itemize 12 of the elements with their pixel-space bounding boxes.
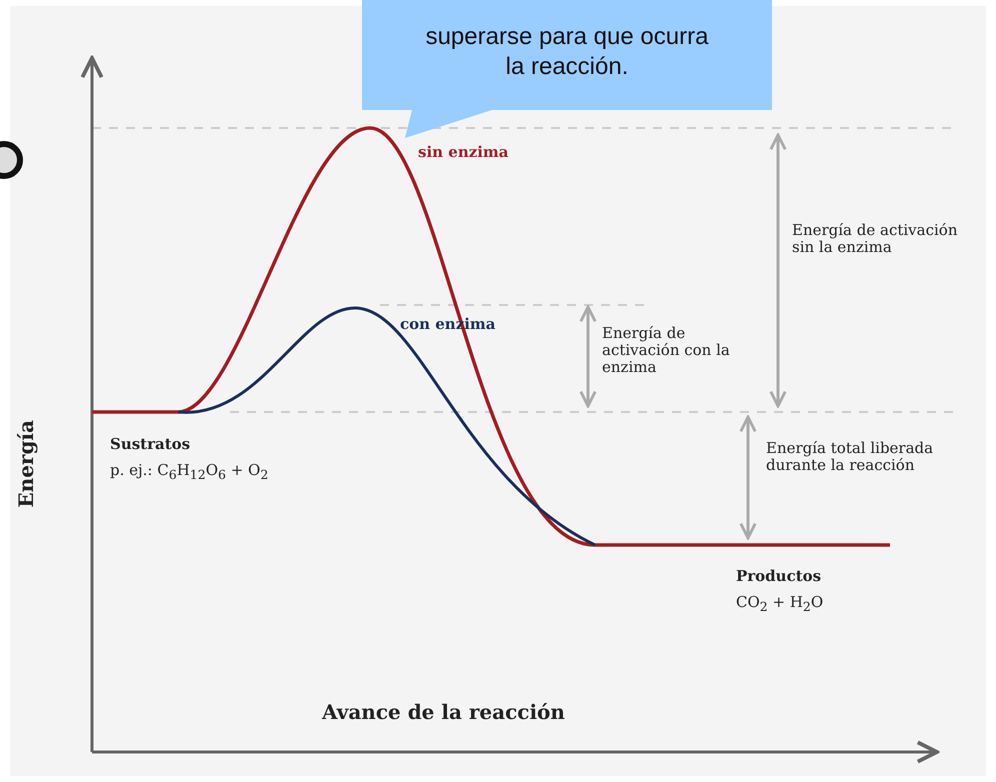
dimension-label: Energía de activación con la enzima — [602, 325, 731, 376]
formula-label: CO$_{2}$ + H$_{2}$O — [736, 594, 824, 615]
product-label: Productos — [736, 568, 822, 585]
dimension-label: Energía de activación sin la enzima — [792, 222, 958, 256]
speech-bubble — [362, 0, 772, 140]
substrate-label: Sustratos — [110, 436, 190, 453]
curve-label: sin enzima — [418, 144, 509, 161]
dimension-label: Energía total liberada durante la reacción — [766, 440, 934, 474]
formula-label: p. ej.: C$_{6}$H$_{12}$O$_{6}$ + O$_{2}$ — [110, 462, 268, 483]
axis-title: Energía — [18, 420, 35, 508]
axis-title: Avance de la reacción — [322, 700, 565, 724]
callout-text: superarse para que ocurra la reacción. — [424, 22, 710, 82]
